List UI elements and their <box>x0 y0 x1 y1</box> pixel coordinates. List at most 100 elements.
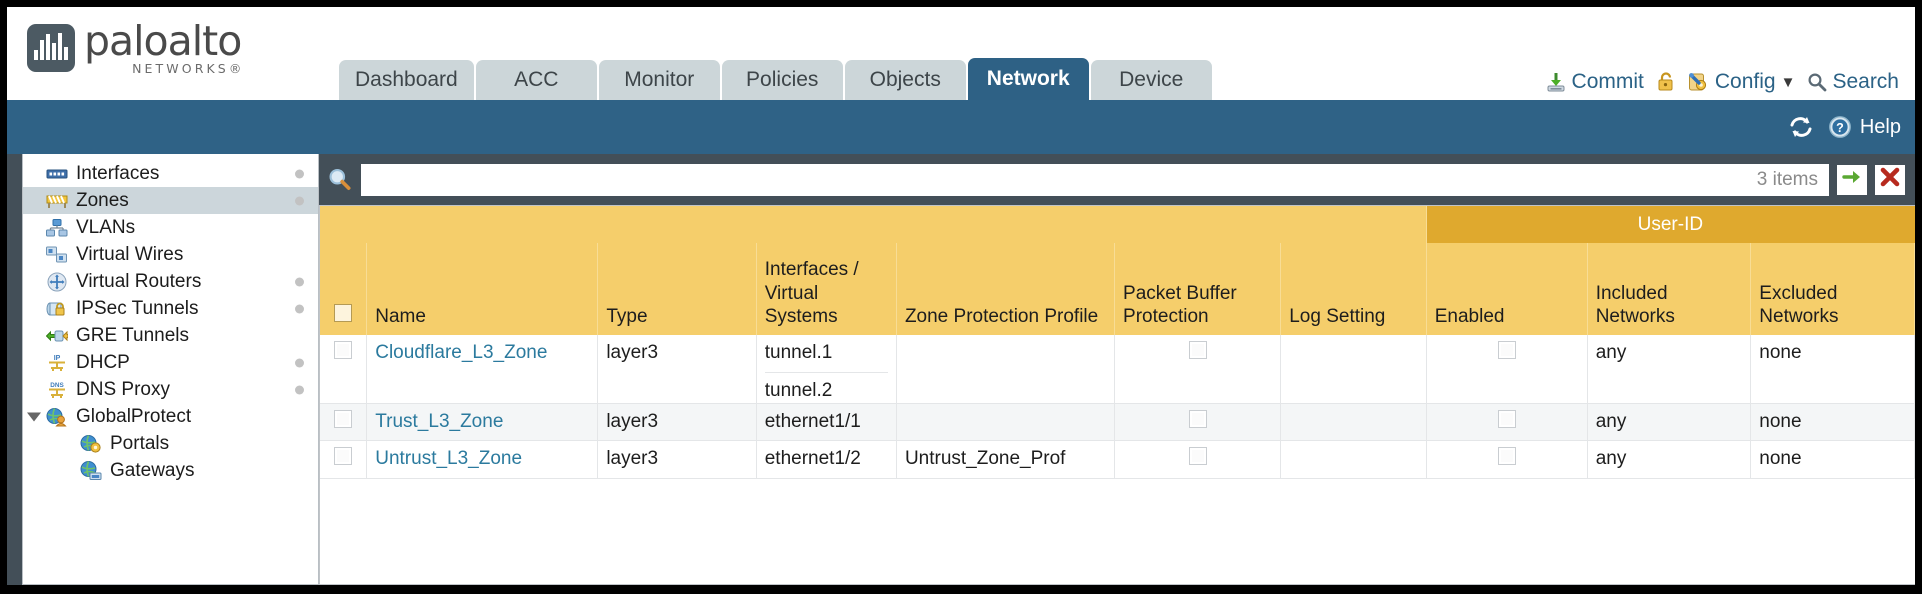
commit-download-icon <box>1545 71 1567 93</box>
table-row[interactable]: Trust_L3_Zone layer3 ethernet1/1 <box>320 403 1915 442</box>
sidebar-item-ipsec-tunnels[interactable]: IPSec Tunnels <box>23 295 318 322</box>
portals-icon <box>79 434 103 454</box>
cell-zone-name[interactable]: Untrust_L3_Zone <box>366 440 599 479</box>
tab-dashboard[interactable]: Dashboard <box>339 60 474 100</box>
cell-packet-buffer-protection[interactable] <box>1114 440 1282 479</box>
commit-label: Commit <box>1571 70 1644 93</box>
zones-icon <box>45 191 69 211</box>
sidebar-item-interfaces[interactable]: Interfaces <box>23 160 318 187</box>
sidebar-item-dhcp[interactable]: IP DHCP <box>23 349 318 376</box>
sidebar-item-virtual-routers[interactable]: Virtual Routers <box>23 268 318 295</box>
row-select-cell[interactable] <box>320 403 368 442</box>
tab-network[interactable]: Network <box>967 58 1089 100</box>
top-action-bar: Commit C <box>1545 70 1899 94</box>
col-header-userid-enabled[interactable]: Enabled <box>1426 243 1588 335</box>
cell-included-networks: any <box>1587 403 1752 442</box>
sidebar-item-label: Virtual Routers <box>76 270 202 292</box>
tab-objects[interactable]: Objects <box>844 60 966 100</box>
refresh-icon[interactable] <box>1788 115 1814 139</box>
col-header-name[interactable]: Name <box>366 243 599 335</box>
col-header-excluded-networks[interactable]: Excluded Networks <box>1750 243 1915 335</box>
brand-tagline: NETWORKS <box>132 61 229 76</box>
expand-collapse-caret-icon[interactable] <box>27 412 41 421</box>
cell-userid-enabled[interactable] <box>1426 403 1588 442</box>
tab-device[interactable]: Device <box>1090 60 1212 100</box>
row-select-checkbox[interactable] <box>334 341 353 359</box>
sidebar-item-globalprotect[interactable]: GlobalProtect <box>23 403 318 430</box>
sidebar-item-label: Zones <box>76 189 129 211</box>
sidebar-item-dns-proxy[interactable]: DNS DNS Proxy <box>23 376 318 403</box>
userid-enabled-checkbox[interactable] <box>1497 409 1516 428</box>
chevron-down-icon: ▼ <box>1780 73 1796 91</box>
filter-search-input[interactable]: 3 items <box>361 163 1829 196</box>
col-header-packet-buffer[interactable]: Packet Buffer Protection <box>1114 243 1282 335</box>
row-select-cell[interactable] <box>320 335 368 404</box>
cell-zone-protection <box>896 335 1116 404</box>
cell-packet-buffer-protection[interactable] <box>1114 403 1282 442</box>
table-row[interactable]: Cloudflare_L3_Zone layer3 tunnel.1 tunne… <box>320 335 1915 404</box>
select-all-header[interactable] <box>320 243 368 335</box>
col-header-type[interactable]: Type <box>597 243 757 335</box>
interface-item: tunnel.1 <box>764 335 888 373</box>
cell-excluded-networks: none <box>1750 440 1915 479</box>
select-all-checkbox[interactable] <box>334 303 353 322</box>
ipsec-tunnels-icon <box>45 299 69 319</box>
sidebar-item-label: IPSec Tunnels <box>76 297 199 319</box>
col-header-zone-protection[interactable]: Zone Protection Profile <box>896 243 1116 335</box>
row-select-checkbox[interactable] <box>334 447 353 466</box>
userid-enabled-checkbox[interactable] <box>1497 447 1516 466</box>
svg-text:IP: IP <box>54 355 61 362</box>
commit-button[interactable]: Commit <box>1545 70 1644 94</box>
help-button[interactable]: ? Help <box>1828 115 1901 139</box>
sidebar-item-gateways[interactable]: Gateways <box>23 457 318 484</box>
cell-zone-name[interactable]: Trust_L3_Zone <box>366 403 599 442</box>
green-arrow-apply-icon <box>1840 165 1864 194</box>
help-question-icon: ? <box>1828 115 1852 139</box>
section-toolbar-band: ? Help <box>7 100 1915 154</box>
sidebar-item-vlans[interactable]: VLANs <box>23 214 318 241</box>
tab-policies[interactable]: Policies <box>721 60 843 100</box>
sidebar-item-portals[interactable]: Portals <box>23 430 318 457</box>
zone-name-link[interactable]: Trust_L3_Zone <box>375 410 504 432</box>
cell-log-setting <box>1280 440 1427 479</box>
magnifier-icon <box>1807 72 1827 92</box>
col-header-included-networks[interactable]: Included Networks <box>1587 243 1752 335</box>
row-select-cell[interactable] <box>320 440 368 479</box>
zone-name-link[interactable]: Cloudflare_L3_Zone <box>375 342 548 363</box>
sidebar-item-gre-tunnels[interactable]: GRE Tunnels <box>23 322 318 349</box>
cell-zone-type: layer3 <box>597 440 757 479</box>
config-dropdown[interactable]: Config ▼ <box>1688 70 1796 94</box>
row-select-checkbox[interactable] <box>334 409 353 428</box>
sidebar-item-label: VLANs <box>76 216 136 238</box>
tab-acc[interactable]: ACC <box>475 60 597 100</box>
userid-enabled-checkbox[interactable] <box>1497 341 1516 359</box>
dhcp-icon: IP <box>45 353 69 373</box>
padlock-icon[interactable] <box>1656 71 1676 93</box>
cell-zone-name[interactable]: Cloudflare_L3_Zone <box>366 335 599 404</box>
table-row[interactable]: Untrust_L3_Zone layer3 ethernet1/2 Untru… <box>320 440 1915 479</box>
brand-registered-mark: ® <box>228 61 242 76</box>
packet-buffer-checkbox[interactable] <box>1188 447 1207 466</box>
tab-monitor[interactable]: Monitor <box>598 60 720 100</box>
magnifier-icon[interactable] <box>327 167 353 193</box>
globalprotect-icon <box>45 407 69 427</box>
zone-name-link[interactable]: Untrust_L3_Zone <box>375 448 523 470</box>
status-dot <box>295 385 304 394</box>
brand-logo: paloalto NETWORKS® <box>27 21 242 76</box>
col-header-interfaces[interactable]: Interfaces / Virtual Systems <box>756 243 897 335</box>
col-header-log-setting[interactable]: Log Setting <box>1280 243 1427 335</box>
gre-tunnels-icon <box>45 326 69 346</box>
cell-userid-enabled[interactable] <box>1426 440 1588 479</box>
apply-filter-button[interactable] <box>1837 164 1867 195</box>
sidebar-item-virtual-wires[interactable]: Virtual Wires <box>23 241 318 268</box>
clear-filter-button[interactable] <box>1875 164 1905 195</box>
cell-userid-enabled[interactable] <box>1426 335 1588 404</box>
search-label: Search <box>1832 70 1899 93</box>
packet-buffer-checkbox[interactable] <box>1188 409 1207 428</box>
svg-text:DNS: DNS <box>50 382 64 389</box>
zones-content-panel: 3 items <box>319 154 1915 585</box>
cell-packet-buffer-protection[interactable] <box>1114 335 1282 404</box>
search-button[interactable]: Search <box>1807 70 1899 94</box>
packet-buffer-checkbox[interactable] <box>1188 341 1207 359</box>
sidebar-item-zones[interactable]: Zones <box>23 187 318 214</box>
